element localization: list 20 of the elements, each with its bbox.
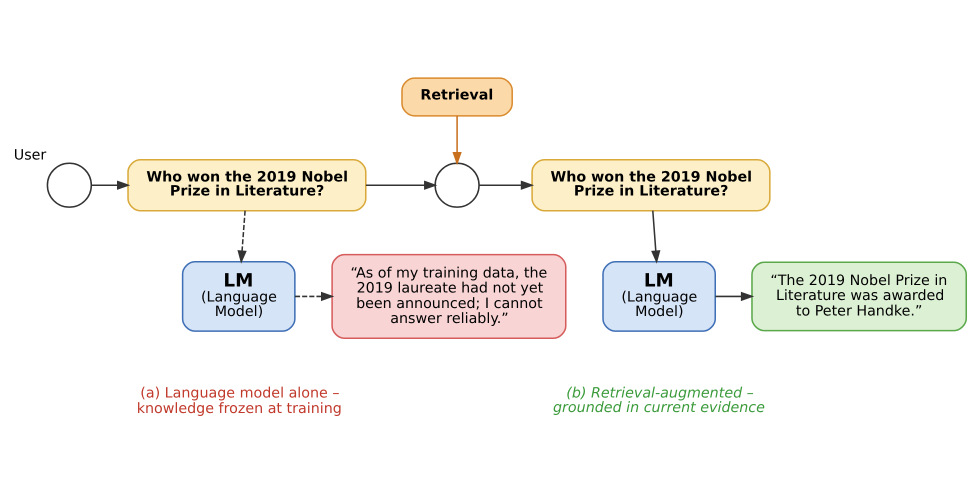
- arrow: [478, 180, 534, 190]
- node-circle: [434, 162, 480, 208]
- arrow: [294, 291, 334, 301]
- node-label: User: [13, 146, 46, 163]
- node-box: LM (Language Model): [602, 260, 716, 332]
- label: (b) Retrieval-augmented – grounded in current evidence: [552, 385, 764, 416]
- arrow: [650, 210, 660, 264]
- node-box: Who won the 2019 Nobel Prize in Literature?: [126, 158, 366, 211]
- arrow: [236, 210, 246, 264]
- node-circle: [46, 162, 92, 208]
- node-box: “The 2019 Nobel Prize in Literature was awarded to Peter Handke.”: [750, 261, 967, 331]
- node-box: LM (Language Model): [181, 260, 296, 332]
- arrow: [714, 291, 754, 301]
- arrow: [365, 180, 437, 190]
- arrow: [452, 115, 462, 165]
- arrow: [91, 180, 130, 190]
- node-box: Retrieval: [400, 76, 512, 116]
- label: (a) Language model alone – knowledge frozen at training: [136, 385, 342, 416]
- node-box: “As of my training data, the 2019 laureate had not yet been announced; I cannot answer reliably.”: [330, 253, 566, 339]
- node-box: Who won the 2019 Nobel Prize in Literature?: [530, 158, 770, 211]
